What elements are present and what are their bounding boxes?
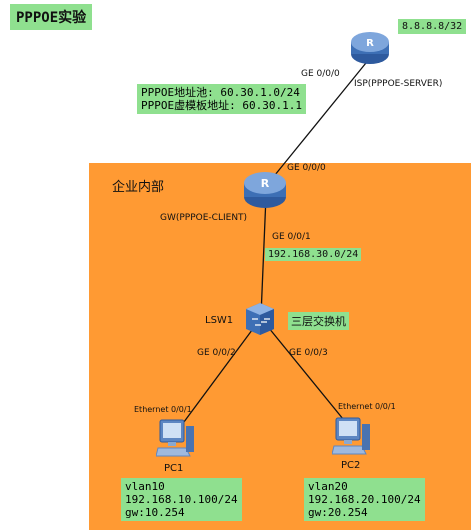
pc1-info: vlan10 192.168.10.100/24 gw:10.254	[121, 478, 242, 521]
pc2-info-line: 192.168.20.100/24	[308, 493, 421, 506]
lsw-port-right-label: GE 0/0/3	[289, 348, 328, 358]
pc2-computer-icon[interactable]	[332, 416, 372, 458]
pc1-info-line: 192.168.10.100/24	[125, 493, 238, 506]
gw-port-up-label: GE 0/0/0	[287, 163, 326, 173]
isp-router-name: ISP(PPPOE-SERVER)	[354, 79, 443, 89]
pc2-info-line: gw:20.254	[308, 506, 368, 519]
pc1-port-label: Ethernet 0/0/1	[134, 405, 192, 414]
link-isp-gw	[265, 57, 371, 187]
page-title: PPPOE实验	[10, 4, 93, 30]
link-gw-lsw	[260, 195, 267, 317]
zone-label: 企业内部	[112, 180, 165, 195]
layer3-switch-icon[interactable]	[242, 301, 278, 337]
pc2-port-label: Ethernet 0/0/1	[338, 402, 396, 411]
link-lsw-pc1	[177, 321, 259, 431]
enterprise-zone	[89, 163, 471, 530]
pc1-computer-icon[interactable]	[156, 418, 196, 460]
link-lsw-pc2	[263, 321, 353, 431]
gw-subnet-label: 192.168.30.0/24	[265, 248, 362, 261]
pc1-info-line: gw:10.254	[125, 506, 185, 519]
svg-text:R: R	[366, 38, 374, 49]
pppoe-pool-info: PPPOE地址池: 60.30.1.0/24 PPPOE虚模板地址: 60.30…	[137, 84, 306, 114]
pc1-info-line: vlan10	[125, 480, 165, 493]
pc2-info-line: vlan20	[308, 480, 348, 493]
lsw-port-left-label: GE 0/0/2	[197, 348, 236, 358]
gw-router-name: GW(PPPOE-CLIENT)	[160, 213, 248, 223]
lsw-name: LSW1	[205, 315, 234, 326]
pc2-name: PC2	[341, 460, 361, 471]
pc2-info: vlan20 192.168.20.100/24 gw:20.254	[304, 478, 425, 521]
pool-line: PPPOE虚模板地址: 60.30.1.1	[141, 99, 302, 112]
dns-address-label: 8.8.8.8/32	[398, 19, 467, 34]
lsw-description: 三层交换机	[288, 312, 349, 330]
isp-port-label: GE 0/0/0	[301, 69, 340, 79]
pool-line: PPPOE地址池: 60.30.1.0/24	[141, 86, 300, 99]
pc1-name: PC1	[164, 463, 184, 474]
isp-router-icon[interactable]: R	[350, 30, 390, 66]
svg-text:R: R	[261, 177, 270, 190]
gw-port-down-label: GE 0/0/1	[272, 232, 311, 242]
gw-router-icon[interactable]: R	[243, 170, 287, 210]
